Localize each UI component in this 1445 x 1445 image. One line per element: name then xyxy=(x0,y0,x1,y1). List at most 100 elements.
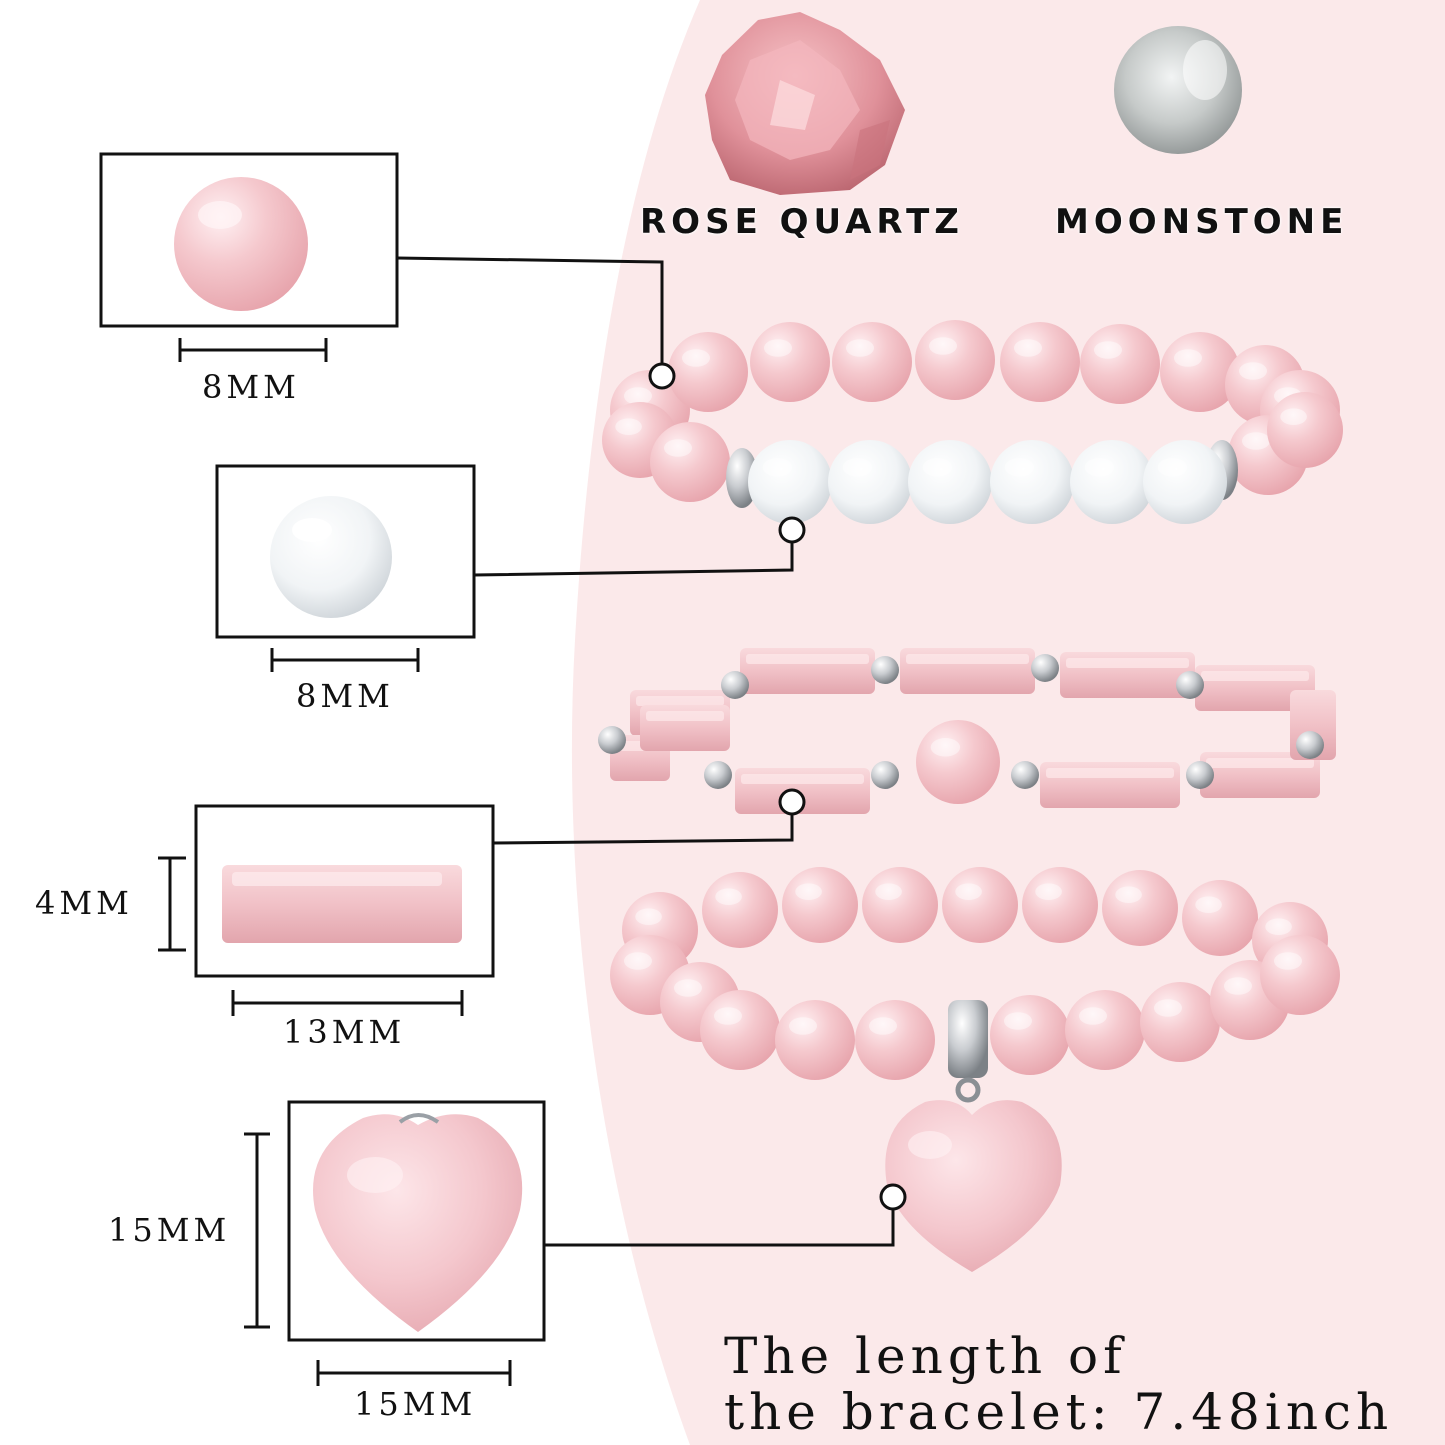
rose-quartz-bead-highlight xyxy=(1115,886,1142,904)
tube-bead-highlight xyxy=(746,654,869,664)
tube-bead-highlight xyxy=(636,696,724,706)
rose-quartz-bead xyxy=(832,322,912,402)
silver-spacer-bead xyxy=(721,671,749,699)
heart-pendant-width-dimension xyxy=(316,1360,512,1386)
rose-quartz-bead xyxy=(668,332,748,412)
rose-quartz-bead-highlight xyxy=(1195,896,1222,914)
rose-quartz-bead-highlight xyxy=(1004,1012,1032,1030)
rose-quartz-bead xyxy=(1065,990,1145,1070)
leader-endpoint xyxy=(778,516,806,544)
rose-quartz-bead-highlight xyxy=(664,439,692,457)
rose-quartz-bead xyxy=(1160,332,1240,412)
rose-bead-size-label: 8MM xyxy=(202,368,300,406)
moonstone-bead xyxy=(1070,440,1154,524)
moonstone-bead xyxy=(828,440,912,524)
moonstone-bead-body xyxy=(1070,440,1154,524)
moonstone-bead-highlight xyxy=(762,458,793,477)
rose-quartz-bead-body xyxy=(700,990,780,1070)
rose-quartz-bead-highlight xyxy=(624,387,652,405)
rose-quartz-bead-highlight xyxy=(715,888,742,906)
rose-quartz-bead-body xyxy=(782,867,858,943)
moonstone-bead-width-dimension xyxy=(270,648,420,672)
tube-bead-length-dimension xyxy=(231,990,464,1016)
heart-height-label: 15MM xyxy=(108,1211,231,1249)
rose-quartz-label: ROSE QUARTZ xyxy=(640,202,964,242)
rose-quartz-bead-body xyxy=(1267,392,1343,468)
rose-quartz-bead-highlight xyxy=(1224,977,1252,995)
silver-spacer-bead xyxy=(1176,671,1204,699)
rose-quartz-bead-highlight xyxy=(1174,349,1202,367)
heart-highlight xyxy=(908,1131,952,1159)
silver-spacer-bead xyxy=(1186,761,1214,789)
rose-quartz-bead xyxy=(750,322,830,402)
leader-endpoints xyxy=(648,362,907,1211)
rose-quartz-bead-body xyxy=(650,422,730,502)
rose-quartz-bead-highlight xyxy=(789,1017,817,1035)
rose-quartz-bead xyxy=(775,1000,855,1080)
rose-quartz-bead xyxy=(1000,322,1080,402)
rose-quartz-bead-body xyxy=(855,1000,935,1080)
rose-quartz-bead-body xyxy=(1080,324,1160,404)
rose-quartz-bead-highlight xyxy=(795,883,822,901)
rose-quartz-bead xyxy=(700,990,780,1070)
moonstone-bead-spec-box xyxy=(215,464,476,639)
rose-quartz-bead-highlight xyxy=(1274,952,1302,970)
rose-quartz-bead xyxy=(915,320,995,400)
rose-quartz-bead-body xyxy=(702,872,778,948)
rose-quartz-bead-highlight xyxy=(1079,1007,1107,1025)
rose-quartz-bead-body xyxy=(1160,332,1240,412)
rose-quartz-bead-body xyxy=(668,332,748,412)
rose-quartz-bead-highlight xyxy=(1280,408,1307,426)
rose-quartz-bead-highlight xyxy=(1014,339,1042,357)
rose-quartz-bead-highlight xyxy=(615,418,642,436)
rose-quartz-bead xyxy=(1182,880,1258,956)
tube-bead-highlight xyxy=(646,711,724,721)
rose-quartz-bead-highlight xyxy=(1242,432,1270,450)
rose-quartz-bead-body xyxy=(862,867,938,943)
moonstone-bead-highlight xyxy=(842,458,873,477)
silver-spacer-bead xyxy=(871,761,899,789)
bracelet-length-note-line1: The length of xyxy=(724,1327,1127,1385)
rose-quartz-bead-body xyxy=(832,322,912,402)
moonstone-bead-size-label: 8MM xyxy=(296,677,394,715)
rose-quartz-bead-highlight xyxy=(846,339,874,357)
rose-quartz-bead-highlight xyxy=(1094,341,1122,359)
rose-quartz-bead xyxy=(650,422,730,502)
rose-quartz-bead-body xyxy=(1182,880,1258,956)
rose-quartz-bead-highlight xyxy=(682,349,710,367)
rose-quartz-bead xyxy=(1080,324,1160,404)
rose-bead-spec-box xyxy=(99,152,399,328)
rose-quartz-bead-highlight xyxy=(875,883,902,901)
rose-quartz-bead-highlight xyxy=(764,339,792,357)
leader-endpoint xyxy=(648,362,676,390)
tube-bead-highlight xyxy=(1201,671,1309,681)
tube-bead-highlight xyxy=(1046,768,1174,778)
tube-bead-length-label: 13MM xyxy=(283,1013,406,1051)
moonstone-bead xyxy=(990,440,1074,524)
tube-bead-highlight xyxy=(741,774,864,784)
rose-quartz-bead-highlight xyxy=(635,908,662,926)
rose-quartz-bead xyxy=(782,867,858,943)
rose-quartz-bead-body xyxy=(1102,870,1178,946)
rose-quartz-bead-body xyxy=(915,320,995,400)
rose-quartz-bead-highlight xyxy=(624,952,652,970)
silver-spacer-bead xyxy=(1296,731,1324,759)
rose-quartz-bead-body xyxy=(775,1000,855,1080)
moonstone-bead-body xyxy=(1143,440,1227,524)
silver-pendant-bail xyxy=(948,1000,988,1078)
moonstone-bead-highlight xyxy=(1004,458,1035,477)
rose-quartz-bead-body xyxy=(942,867,1018,943)
rose-quartz-bead xyxy=(1267,392,1343,468)
rose-quartz-bead xyxy=(942,867,1018,943)
rose-quartz-bead-body xyxy=(750,322,830,402)
rose-quartz-bead-highlight xyxy=(714,1007,742,1025)
rose-quartz-bead-body xyxy=(1140,982,1220,1062)
moonstone-sphere-icon xyxy=(1114,26,1242,154)
bracelet-rose-moonstone xyxy=(602,320,1343,524)
rose-quartz-bead-body xyxy=(1065,990,1145,1070)
rose-quartz-bead xyxy=(702,872,778,948)
tube-bead-highlight xyxy=(906,654,1029,664)
moonstone-bead xyxy=(1143,440,1227,524)
